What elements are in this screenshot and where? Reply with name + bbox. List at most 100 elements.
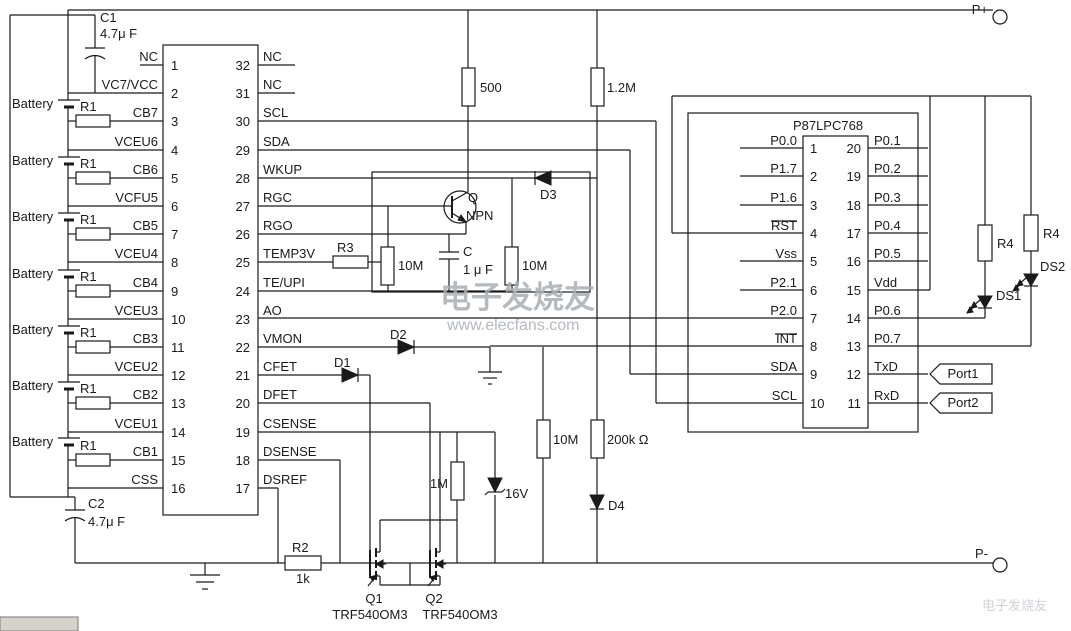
part-ref: D4: [608, 498, 625, 513]
wires: [9, 9, 1032, 586]
part-ref: DS1: [996, 288, 1021, 303]
pin-number: 28: [236, 171, 250, 186]
battery-label: Battery: [12, 153, 54, 168]
port-label: Port1: [947, 366, 978, 381]
pin-number: 18: [236, 453, 250, 468]
mcu-left-pin-labels: P0.0 P1.7 P1.6 RST Vss P2.1 P2.0 INT SDA…: [770, 133, 797, 403]
part-ref: C1: [100, 10, 117, 25]
pin-number: 16: [171, 481, 185, 496]
part-number: TRF540OM3: [332, 607, 407, 622]
pin-number: 15: [171, 453, 185, 468]
pin-label: CB5: [133, 218, 158, 233]
pin-label: CB2: [133, 387, 158, 402]
pin-label: P0.4: [874, 218, 901, 233]
part-ref: D2: [390, 327, 407, 342]
pin-number: 23: [236, 312, 250, 327]
pin-label: DSENSE: [263, 444, 317, 459]
pin-number: 14: [847, 311, 861, 326]
part-ref: R4: [1043, 226, 1060, 241]
part-value: 1k: [296, 571, 310, 586]
capacitor-c1: C1 4.7μ F: [84, 10, 137, 60]
pin-label: P1.6: [770, 190, 797, 205]
mcu-body: [802, 135, 869, 429]
part-value: 10M: [553, 432, 578, 447]
pin-number: 8: [810, 339, 817, 354]
part-number: TRF540OM3: [422, 607, 497, 622]
pin-number: 14: [171, 425, 185, 440]
pin-number: 10: [810, 396, 824, 411]
pin-label: WKUP: [263, 162, 302, 177]
pin-number: 32: [236, 58, 250, 73]
pin-label: P0.7: [874, 331, 901, 346]
pin-label: CSS: [131, 472, 158, 487]
pin-number: 10: [171, 312, 185, 327]
pin-label: DFET: [263, 387, 297, 402]
resistor-r4-a: [977, 224, 993, 262]
pin-number: 19: [847, 169, 861, 184]
mosfet-q2: Q2 TRF540OM3: [422, 538, 498, 622]
pin-number: 4: [810, 226, 817, 241]
pin-label: CB6: [133, 162, 158, 177]
mosfet-q1: Q1 TRF540OM3: [332, 538, 408, 622]
pin-label: P0.6: [874, 303, 901, 318]
mcu-title: P87LPC768: [793, 118, 863, 133]
pin-number: 2: [171, 86, 178, 101]
pin-label: NC: [139, 49, 158, 64]
p-plus-label: P+: [972, 2, 988, 17]
pin-number: 18: [847, 198, 861, 213]
battery-cell: [58, 99, 80, 447]
resistor-label: R1: [80, 325, 97, 340]
indicators: R4 R4 DS1 DS2: [966, 214, 1065, 314]
pin-label: P0.3: [874, 190, 901, 205]
part-value: 10M: [522, 258, 547, 273]
pin-label: P1.7: [770, 161, 797, 176]
p-minus-terminal: [992, 557, 1008, 573]
part-ref: R3: [337, 240, 354, 255]
battery-label: Battery: [12, 434, 54, 449]
pin-number: 2: [810, 169, 817, 184]
pin-label: VCEU1: [115, 416, 158, 431]
pin-number: 19: [236, 425, 250, 440]
ic1-right-pin-numbers: 32 31 30 29 28 27 26 25 24 23 22 21 20 1…: [236, 58, 250, 496]
pin-number: 17: [847, 226, 861, 241]
pin-label: P0.1: [874, 133, 901, 148]
pin-label: SCL: [772, 388, 797, 403]
pin-number: 30: [236, 114, 250, 129]
pin-number: 9: [810, 367, 817, 382]
port2-tag: [929, 392, 993, 414]
pin-label: SDA: [263, 134, 290, 149]
pin-number: 12: [847, 367, 861, 382]
screen-artifact: [0, 616, 79, 631]
pin-label: P0.0: [770, 133, 797, 148]
pin-number: 4: [171, 143, 178, 158]
pin-label: SCL: [263, 105, 288, 120]
ic1-left-pin-labels: NC VC7/VCC CB7 VCEU6 CB6 VCFU5 CB5 VCEU4…: [102, 49, 159, 487]
capacitor-c2: C2 4.7μ F: [64, 496, 125, 529]
pin-label: TxD: [874, 359, 898, 374]
pin-number: 3: [171, 114, 178, 129]
resistor-label: R1: [80, 438, 97, 453]
pin-number: 21: [236, 368, 250, 383]
port-label: Port2: [947, 395, 978, 410]
pin-number: 13: [847, 339, 861, 354]
pin-number: 20: [847, 141, 861, 156]
ground-symbol: [190, 371, 502, 590]
pin-number: 1: [171, 58, 178, 73]
part-ref: DS2: [1040, 259, 1065, 274]
part-value: 10M: [398, 258, 423, 273]
pin-label: VCEU4: [115, 246, 158, 261]
resistor-10m-b: [504, 246, 519, 286]
diode-d1: D1: [334, 355, 360, 383]
pin-label: VMON: [263, 331, 302, 346]
mcu-right-pin-numbers: 20 19 18 17 16 15 14 13 12 11: [847, 141, 861, 411]
pin-number: 11: [171, 340, 185, 355]
p-minus-label: P-: [975, 546, 988, 561]
pin-number: 27: [236, 199, 250, 214]
pin-label: RGC: [263, 190, 292, 205]
battery-label: Battery: [12, 378, 54, 393]
watermark-corner: 电子发烧友: [982, 598, 1047, 613]
ic1: NC VC7/VCC CB7 VCEU6 CB6 VCFU5 CB5 VCEU4…: [102, 44, 317, 516]
watermark: 电子发烧友 www.elecfans.com 电子发烧友: [440, 280, 1047, 613]
pin-label: P2.1: [770, 275, 797, 290]
pin-number: 31: [236, 86, 250, 101]
